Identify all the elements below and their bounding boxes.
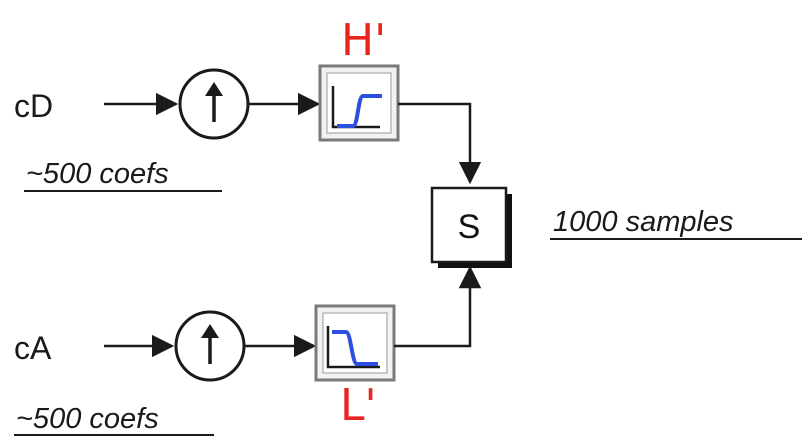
highpass-filter-label: H' <box>341 15 386 66</box>
coef-count-ca: ~500 coefs <box>16 403 159 435</box>
highpass-filter-box <box>318 64 400 142</box>
sum-block: S <box>430 186 512 268</box>
arrow-lowpass-to-sum <box>394 265 482 348</box>
up-arrow-icon <box>201 324 219 364</box>
coef-count-cd: ~500 coefs <box>26 158 169 190</box>
upsampler-bottom <box>174 310 246 382</box>
up-arrow-icon <box>205 82 223 122</box>
signal-label-ca: cA <box>14 330 52 366</box>
lowpass-filter-box <box>314 304 396 382</box>
lowpass-filter-label: L' <box>340 380 377 431</box>
upsampler-top <box>178 68 250 140</box>
arrow-highpass-to-sum <box>398 102 482 185</box>
output-samples-label: 1000 samples <box>553 206 734 238</box>
signal-label-cd: cD <box>14 88 53 124</box>
highpass-response-icon <box>331 86 382 129</box>
sum-label: S <box>458 208 481 246</box>
lowpass-response-icon <box>326 326 380 369</box>
